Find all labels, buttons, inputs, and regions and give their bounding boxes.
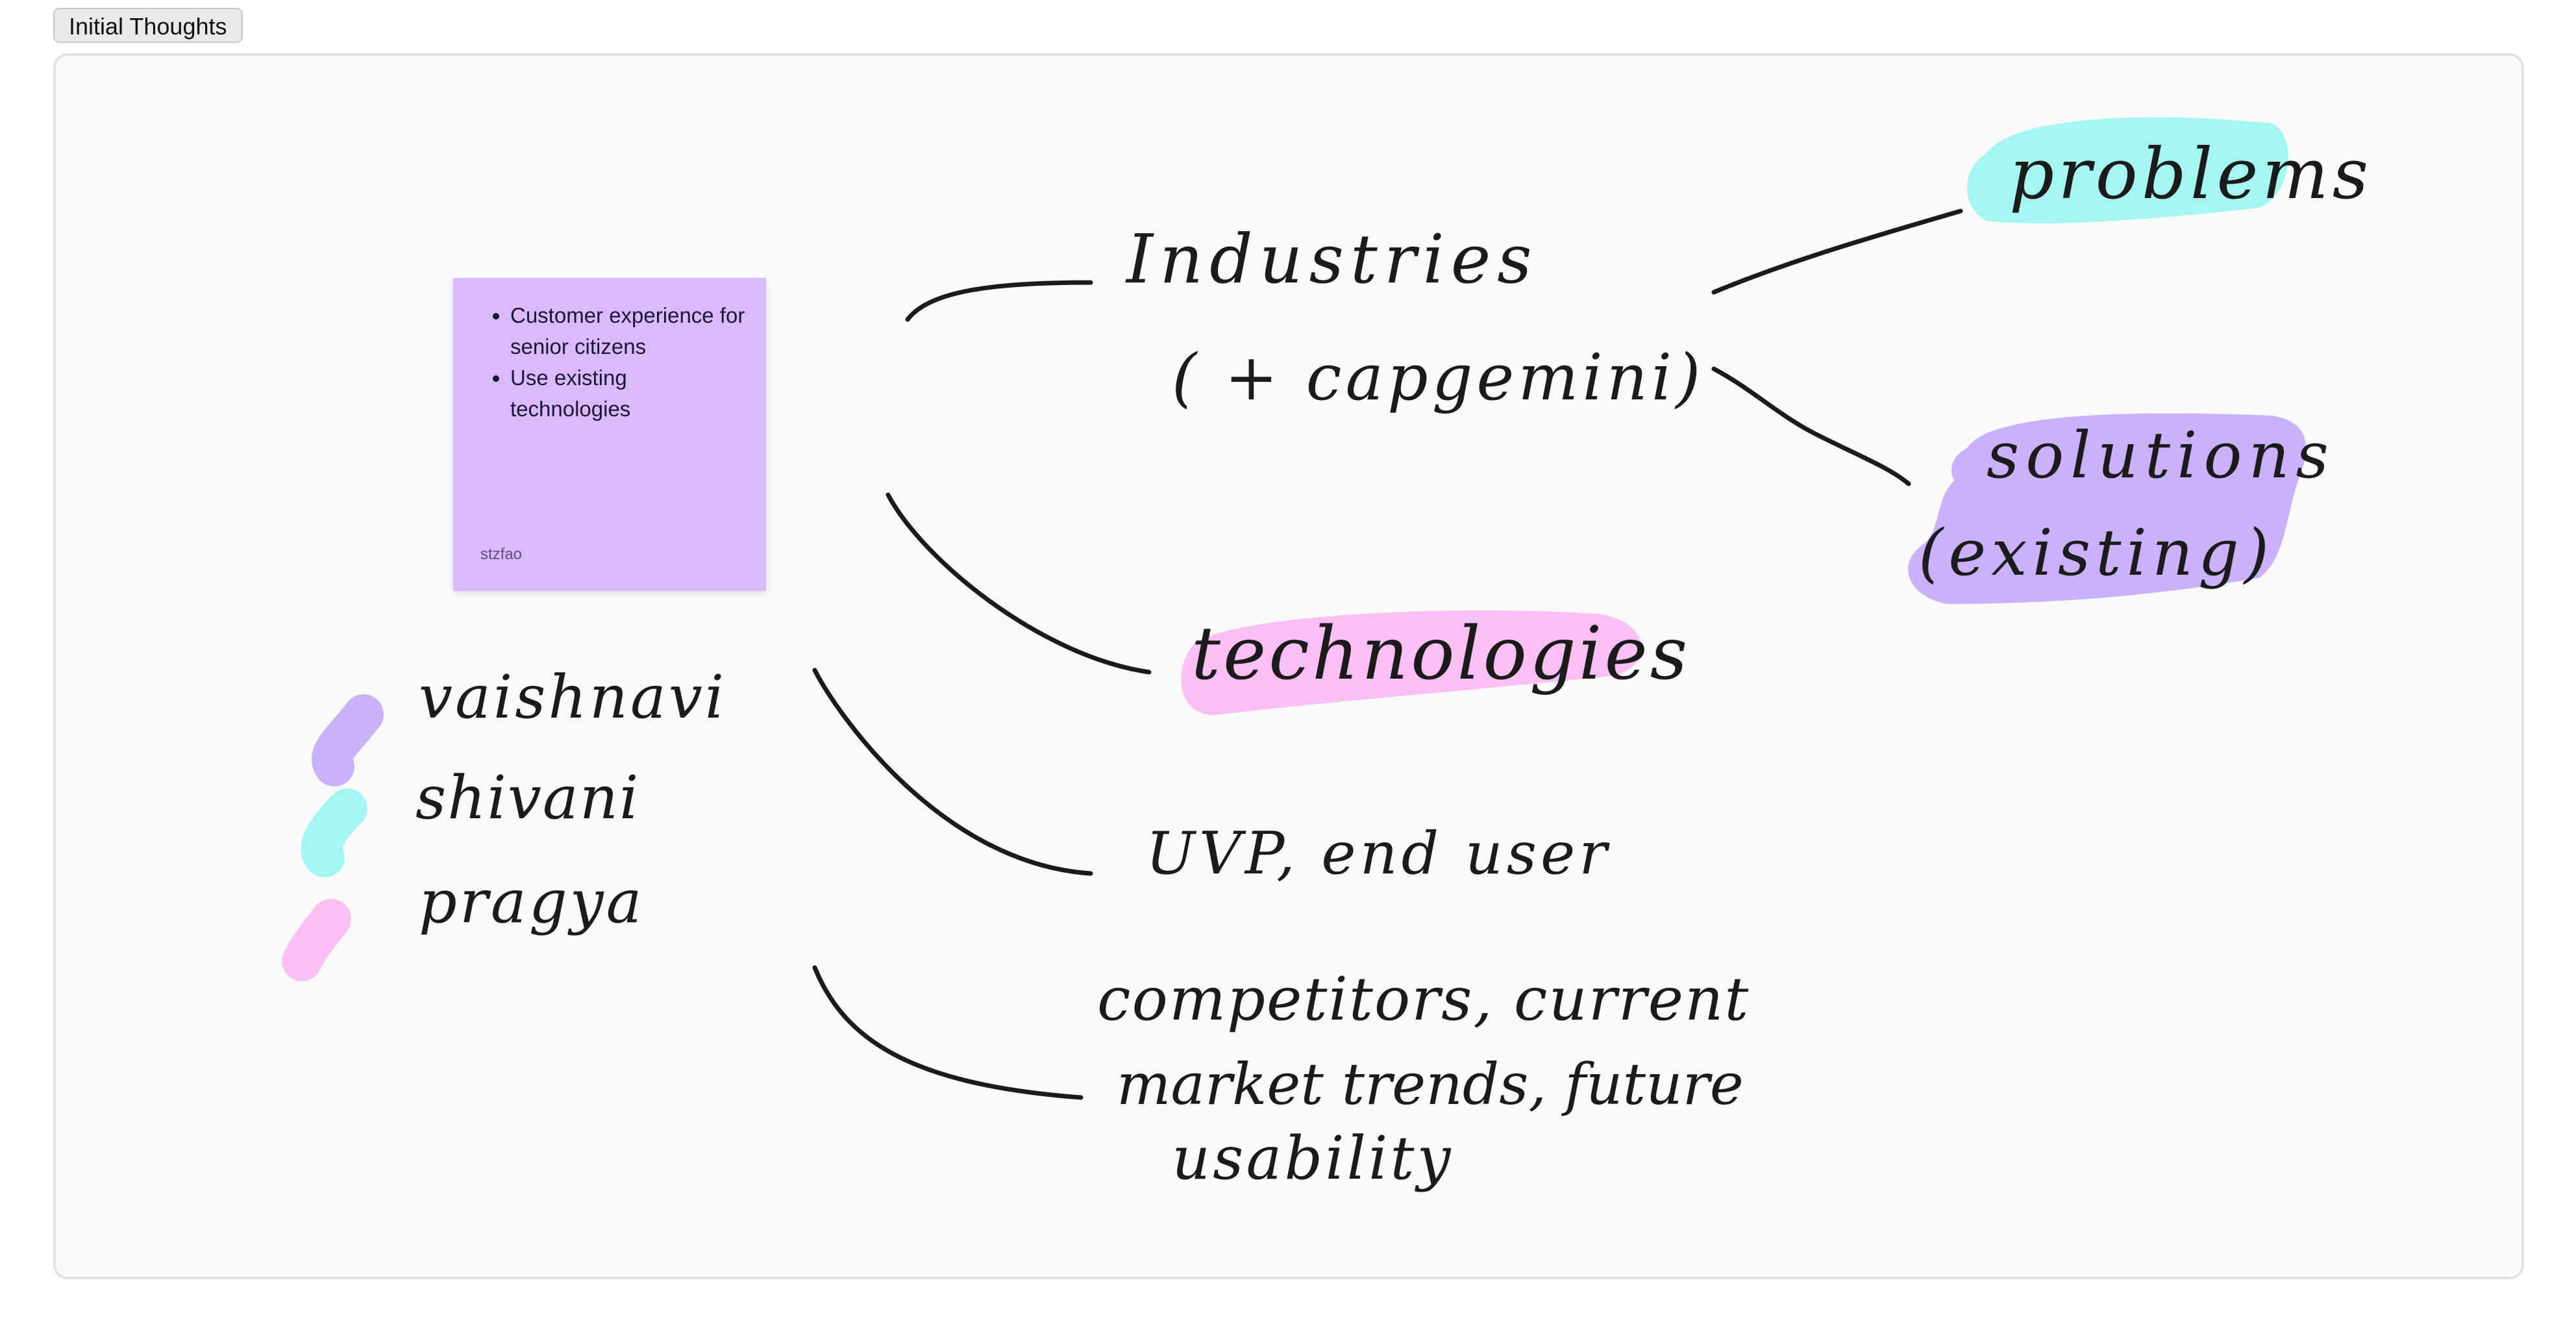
connector-competitors: [812, 965, 1084, 1100]
legend-label-pragya: pragya: [419, 867, 644, 936]
label-technologies: technologies: [1191, 612, 1690, 696]
legend-label-vaishnavi: vaishnavi: [419, 662, 726, 732]
connector-problems: [1711, 208, 1963, 295]
label-uvp: UVP, end user: [1146, 820, 1611, 888]
sticky-note-bullet: Customer experience for senior citizens: [510, 300, 747, 362]
highlight-solutions[interactable]: [1908, 413, 2306, 604]
connector-solutions: [1711, 366, 1911, 486]
highlight-technologies: [1181, 610, 1642, 715]
legend-swatch-vaishnavi: [312, 694, 384, 786]
sticky-note-author: stzfao: [480, 546, 523, 563]
label-competitors-line1: competitors, current: [1097, 964, 1750, 1034]
label-capgemini: ( + capgemini): [1172, 341, 1704, 415]
legend-swatch-shivani: [301, 788, 367, 877]
sticky-note-bullet: Use existing technologies: [510, 362, 747, 425]
connector-technologies: [886, 492, 1152, 675]
label-existing: (existing): [1918, 516, 2274, 590]
label-problems: problems: [2009, 134, 2372, 215]
connector-industries: [905, 280, 1093, 322]
highlight-problems: [1967, 117, 2288, 223]
label-industries: Industries: [1125, 220, 1539, 299]
legend-label-shivani: shivani: [415, 763, 639, 833]
sticky-note-bullets: Customer experience for senior citizens …: [453, 300, 747, 425]
label-competitors-line3: usability: [1172, 1123, 1453, 1193]
label-solutions: solutions: [1987, 419, 2335, 493]
frame-title-tab[interactable]: Initial Thoughts: [53, 8, 243, 43]
sticky-note[interactable]: Customer experience for senior citizens …: [453, 278, 766, 591]
legend-swatch-pragya: [282, 899, 351, 981]
label-competitors-line2: market trends, future: [1117, 1051, 1744, 1118]
connector-uvp: [812, 668, 1093, 876]
